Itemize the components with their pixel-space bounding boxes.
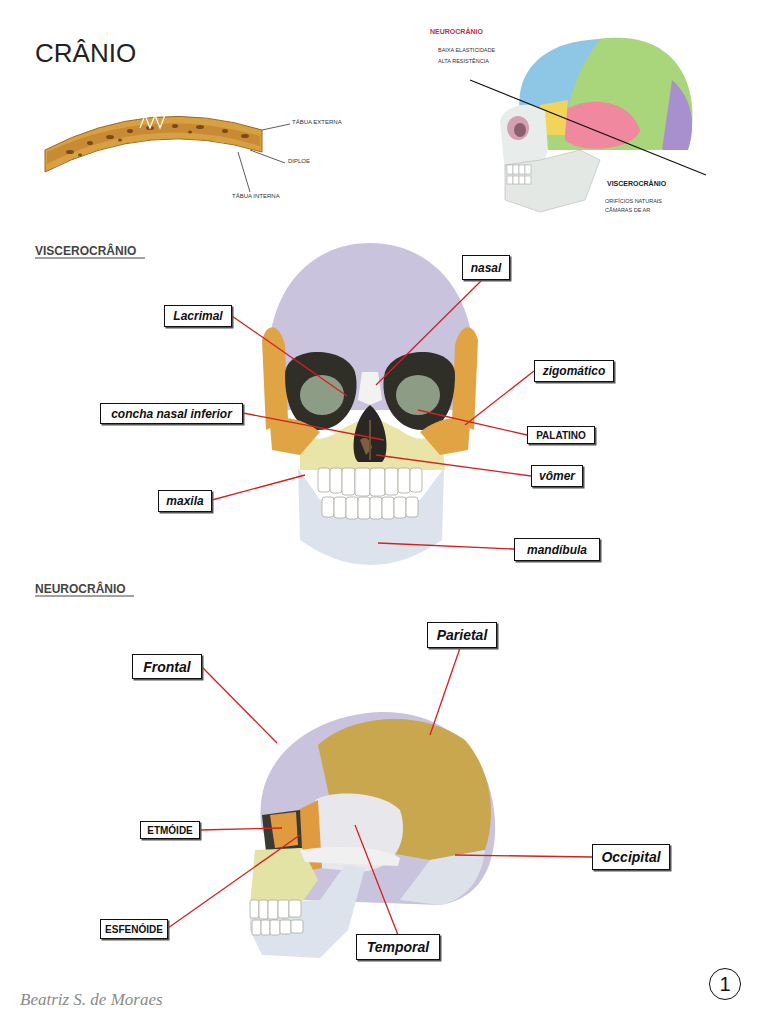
bone-name: nasal: [471, 261, 502, 275]
label-box: concha nasal inferior: [100, 403, 243, 424]
bone-name: ETMÓIDE: [147, 825, 193, 836]
label-box: Parietal: [427, 622, 497, 648]
leader-lines: [212, 280, 534, 549]
label-box: ETMÓIDE: [140, 821, 200, 839]
label-box: Occipital: [592, 844, 670, 870]
bone-name: Parietal: [437, 627, 488, 643]
label-box: maxila: [158, 490, 212, 512]
label-box: PALATINO: [527, 426, 595, 444]
label-box: Frontal: [132, 654, 202, 679]
bone-name: ESFENÓIDE: [105, 924, 163, 935]
bone-name: vômer: [539, 469, 575, 483]
author-signature: Beatriz S. de Moraes: [20, 990, 163, 1010]
page-number-circle: 1: [709, 968, 741, 1000]
annotation: CÂMARAS DE AR: [605, 207, 650, 213]
page-number: 1: [719, 973, 730, 996]
annotation: NEUROCRÂNIO: [430, 28, 483, 35]
side-skull: [250, 712, 495, 958]
annotation: ORIFÍCIOS NATURAIS: [605, 198, 662, 204]
bone-name: concha nasal inferior: [111, 407, 232, 421]
page-title: CRÂNIO: [35, 38, 136, 69]
annotation: VISCEROCRÂNIO: [607, 180, 666, 187]
label-box: nasal: [462, 255, 510, 280]
label-box: Lacrimal: [164, 305, 232, 327]
bone-name: zigomático: [543, 364, 606, 378]
label-box: ESFENÓIDE: [100, 919, 168, 939]
annotation: BAIXA ELASTICIDADE: [438, 47, 495, 53]
label-box: zigomático: [534, 360, 614, 382]
annotation: ALTA RESISTÊNCIA: [438, 58, 489, 64]
bone-name: mandíbula: [527, 543, 587, 557]
section-heading: NEUROCRÂNIO: [35, 582, 126, 596]
bone-name: Frontal: [143, 659, 190, 675]
colored-skull: [470, 38, 706, 212]
section-heading: VISCEROCRÂNIO: [35, 244, 136, 258]
label-box: Temporal: [356, 934, 440, 960]
bone-name: PALATINO: [536, 430, 586, 441]
label-box: mandíbula: [514, 538, 600, 561]
annotation: TÁBUA INTERNA: [232, 193, 280, 199]
leader-lines: [168, 648, 592, 935]
bone-name: Lacrimal: [173, 309, 222, 323]
bone-name: Occipital: [601, 849, 660, 865]
label-box: vômer: [531, 465, 583, 487]
annotation: DIPLOE: [288, 158, 310, 164]
bone-name: Temporal: [367, 939, 430, 955]
bone-section: [45, 115, 290, 192]
annotation: TÁBUA EXTERNA: [292, 119, 342, 125]
front-skull: [262, 243, 478, 565]
bone-name: maxila: [166, 494, 203, 508]
